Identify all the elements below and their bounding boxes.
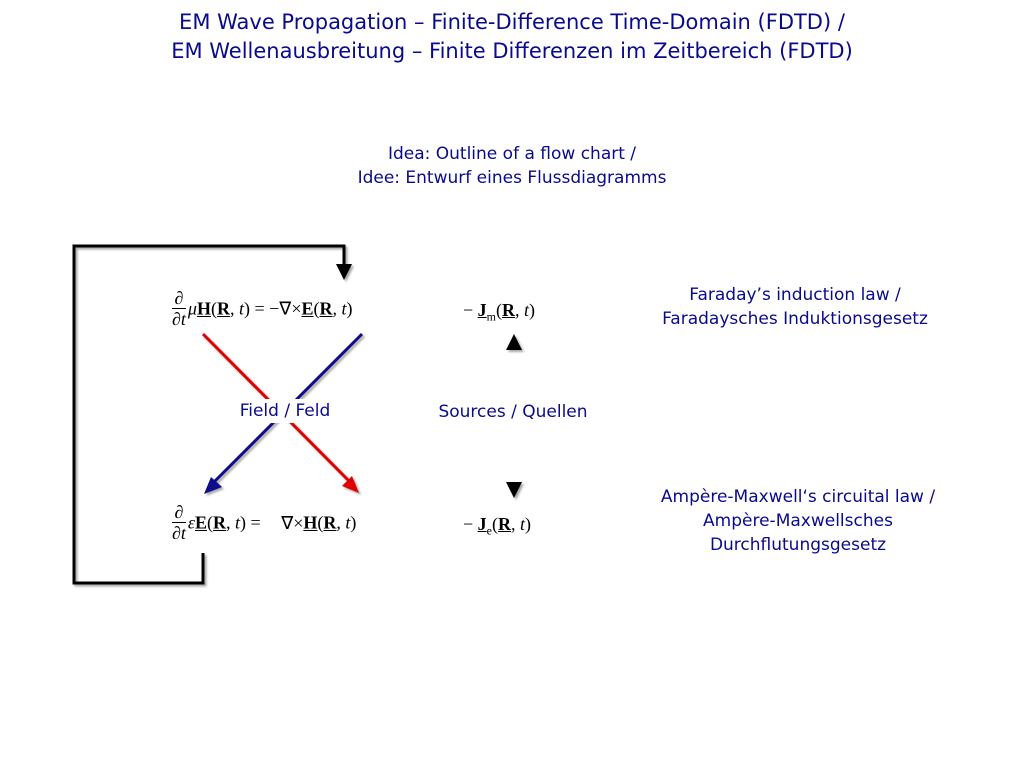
ampere-time-derivative: ∂ ∂t: [172, 502, 186, 543]
field-label-backdrop: [228, 399, 342, 423]
field-label: Field / Feld: [239, 401, 331, 421]
faraday-time-derivative: ∂ ∂t: [172, 288, 186, 329]
ampere-source-term: − Je(R, t): [463, 514, 531, 538]
source-arrow-up-head: [506, 334, 522, 350]
source-arrow-down-head: [506, 482, 522, 498]
ampere-law-label: Ampère-Maxwell‘s circuital law / Ampère-…: [660, 487, 936, 555]
subtitle-line-1: Idea: Outline of a flow chart /: [387, 144, 637, 164]
flowchart-subtitle: Idea: Outline of a flow chart / Idee: En…: [0, 142, 1024, 190]
red-arrowhead: [342, 476, 359, 493]
blue-arrowhead: [204, 477, 222, 494]
page-title: EM Wave Propagation – Finite-Difference …: [0, 8, 1024, 66]
loop-arrow-frame: [72, 244, 346, 585]
ampere-equation: ∂ ∂t εE(R, t) = ∇×H(R, t): [172, 502, 357, 543]
subtitle-line-2: Idee: Entwurf eines Flussdiagramms: [357, 168, 667, 188]
faraday-equation: ∂ ∂t μH(R, t) = −∇×E(R, t): [172, 288, 353, 329]
loop-arrowhead: [336, 264, 352, 280]
faraday-law-label: Faraday’s induction law / Faradaysches I…: [662, 285, 928, 329]
faraday-source-term: − Jm(R, t): [463, 300, 536, 324]
title-line-2: EM Wellenausbreitung – Finite Differenze…: [171, 39, 853, 63]
sources-label: Sources / Quellen: [438, 402, 588, 422]
title-line-1: EM Wave Propagation – Finite-Difference …: [179, 10, 845, 34]
